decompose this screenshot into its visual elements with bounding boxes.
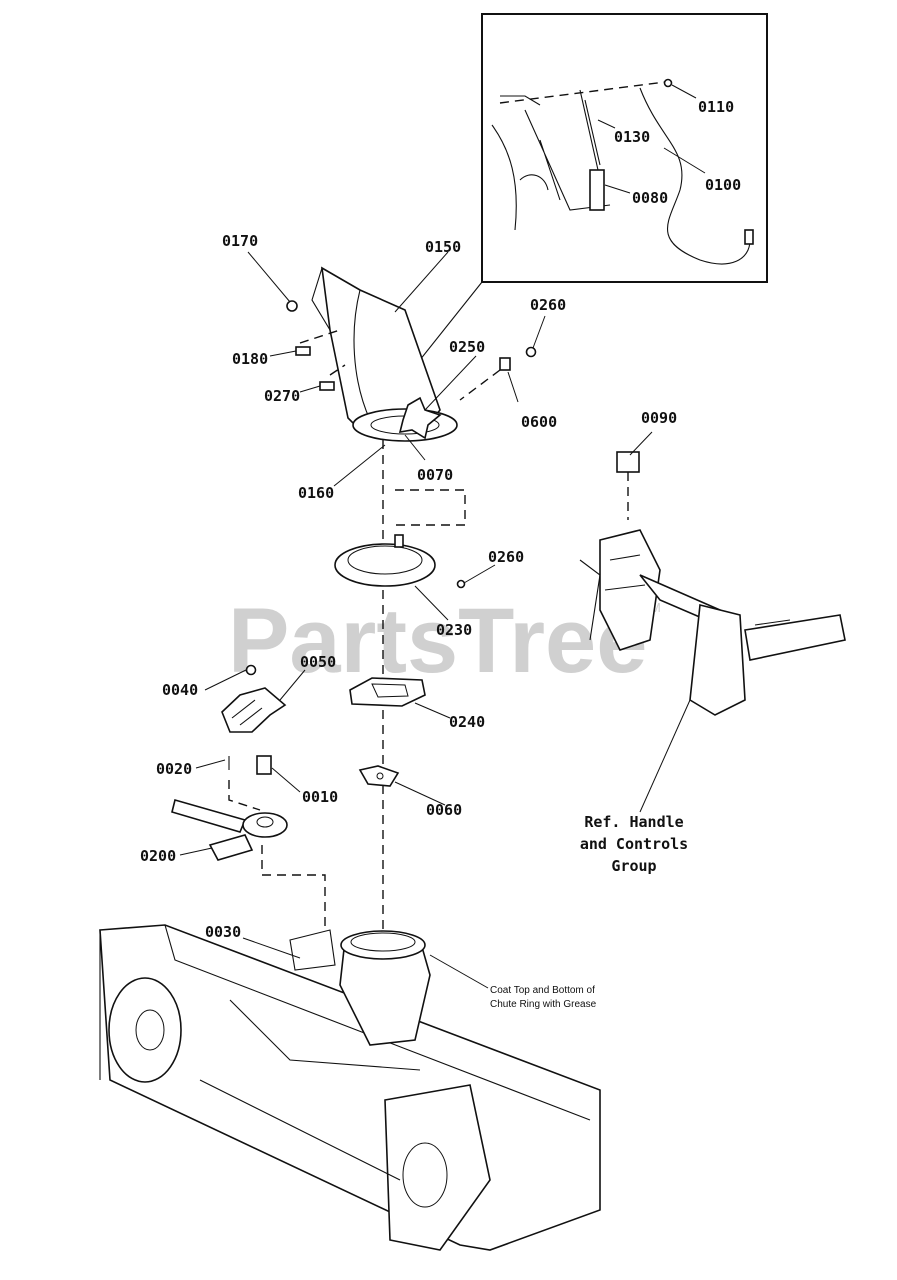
handle-controls-group xyxy=(579,451,846,813)
tilt-knob-0050 xyxy=(221,687,287,733)
chute-ring xyxy=(334,534,436,587)
label-0260-top: 0260 xyxy=(530,296,566,314)
label-0080: 0080 xyxy=(632,189,668,207)
discharge-chute xyxy=(311,266,458,442)
plate-0240 xyxy=(349,677,426,707)
label-0090: 0090 xyxy=(641,409,677,427)
label-0250: 0250 xyxy=(449,338,485,356)
label-0260-ring: 0260 xyxy=(488,548,524,566)
nut-0260b xyxy=(456,579,466,589)
label-0110: 0110 xyxy=(698,98,734,116)
gear-0010 xyxy=(256,755,272,775)
grease-note-line-1: Coat Top and Bottom of xyxy=(490,985,595,996)
label-0230: 0230 xyxy=(436,621,472,639)
label-0070: 0070 xyxy=(417,466,453,484)
label-0020: 0020 xyxy=(156,760,192,778)
label-0180: 0180 xyxy=(232,350,268,368)
bolt-0270 xyxy=(319,381,335,391)
label-0030: 0030 xyxy=(205,923,241,941)
label-0100: 0100 xyxy=(705,176,741,194)
grease-note-line-2: Chute Ring with Grease xyxy=(490,999,597,1010)
label-0200: 0200 xyxy=(140,847,176,865)
label-0600: 0600 xyxy=(521,413,557,431)
nut-0260a xyxy=(525,346,537,358)
label-0160: 0160 xyxy=(298,484,334,502)
reference-line-2: and Controls xyxy=(580,835,688,853)
label-0130: 0130 xyxy=(614,128,650,146)
reference-line-3: Group xyxy=(611,857,656,875)
reference-line-1: Ref. Handle xyxy=(584,813,683,831)
label-0060: 0060 xyxy=(426,801,462,819)
label-0240: 0240 xyxy=(449,713,485,731)
screw-0040 xyxy=(245,664,257,676)
label-0170: 0170 xyxy=(222,232,258,250)
bracket-0060 xyxy=(358,765,400,787)
label-0010: 0010 xyxy=(302,788,338,806)
label-0050: 0050 xyxy=(300,653,336,671)
nut-0170 xyxy=(286,300,298,312)
knob-0090 xyxy=(616,451,640,473)
label-0150: 0150 xyxy=(425,238,461,256)
watermark-text: PartsTree xyxy=(228,590,647,692)
auger-housing xyxy=(99,924,601,1251)
label-0270: 0270 xyxy=(264,387,300,405)
label-0040: 0040 xyxy=(162,681,198,699)
rotator-0200 xyxy=(171,799,288,861)
inset-detail xyxy=(481,13,768,283)
clip-0600 xyxy=(499,357,511,371)
bolt-0180 xyxy=(295,346,311,356)
